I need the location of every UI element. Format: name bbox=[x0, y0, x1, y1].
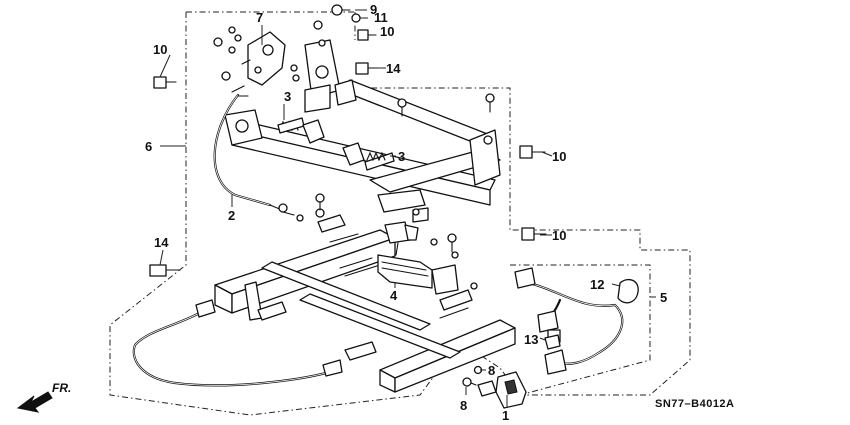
callout-3-lower: 3 bbox=[398, 149, 405, 164]
screw-part-8 bbox=[462, 377, 477, 387]
bolt-part-10 bbox=[521, 227, 547, 241]
clip-part-13 bbox=[544, 334, 561, 350]
callout-6: 6 bbox=[145, 139, 152, 154]
callout-8-right: 8 bbox=[488, 363, 495, 378]
bolt-part-9 bbox=[331, 4, 351, 16]
callout-4: 4 bbox=[390, 288, 398, 303]
front-indicator-label: FR. bbox=[52, 381, 71, 395]
clamp-part-12 bbox=[617, 278, 639, 304]
callout-8-lower: 8 bbox=[460, 398, 467, 413]
callout-11: 11 bbox=[374, 10, 388, 25]
callout-14-left: 14 bbox=[154, 235, 169, 250]
callout-3-upper: 3 bbox=[284, 89, 291, 104]
diagram-code: SN77–B4012A bbox=[655, 398, 735, 410]
washer-part-11 bbox=[351, 13, 361, 23]
spring-part-3a bbox=[277, 117, 305, 134]
callout-2: 2 bbox=[228, 208, 235, 223]
callout-10-top: 10 bbox=[380, 24, 394, 39]
bushing bbox=[342, 142, 365, 166]
harness-outline bbox=[510, 264, 651, 396]
lift-mechanism bbox=[224, 39, 501, 223]
callout-9: 9 bbox=[370, 2, 377, 17]
front-arrow-icon bbox=[16, 391, 53, 413]
callout-13: 13 bbox=[524, 332, 538, 347]
callout-1: 1 bbox=[502, 408, 509, 423]
plate-part-7 bbox=[241, 31, 286, 86]
leader-lines bbox=[159, 9, 656, 408]
callout-5: 5 bbox=[660, 290, 667, 305]
spring-part-3b bbox=[364, 151, 395, 171]
bolt-part-10 bbox=[357, 29, 377, 41]
hardware bbox=[213, 20, 495, 290]
bushing bbox=[302, 119, 325, 144]
bolt-part-10 bbox=[153, 76, 177, 89]
callout-12: 12 bbox=[590, 277, 604, 292]
callout-10-right: 10 bbox=[552, 149, 566, 164]
lower-cable bbox=[132, 308, 332, 387]
switch-part-1 bbox=[477, 371, 527, 409]
wire-harness-part-5 bbox=[514, 267, 624, 375]
motor-part-4 bbox=[377, 221, 459, 295]
callout-10-left: 10 bbox=[153, 42, 167, 57]
seat-track-frame bbox=[214, 214, 516, 393]
bolt-part-10 bbox=[519, 145, 546, 159]
callout-10-lower: 10 bbox=[552, 228, 566, 243]
callout-7: 7 bbox=[256, 10, 263, 25]
bolt-part-14 bbox=[149, 264, 181, 277]
callout-14-top: 14 bbox=[386, 61, 401, 76]
bolt-part-14 bbox=[355, 62, 379, 75]
